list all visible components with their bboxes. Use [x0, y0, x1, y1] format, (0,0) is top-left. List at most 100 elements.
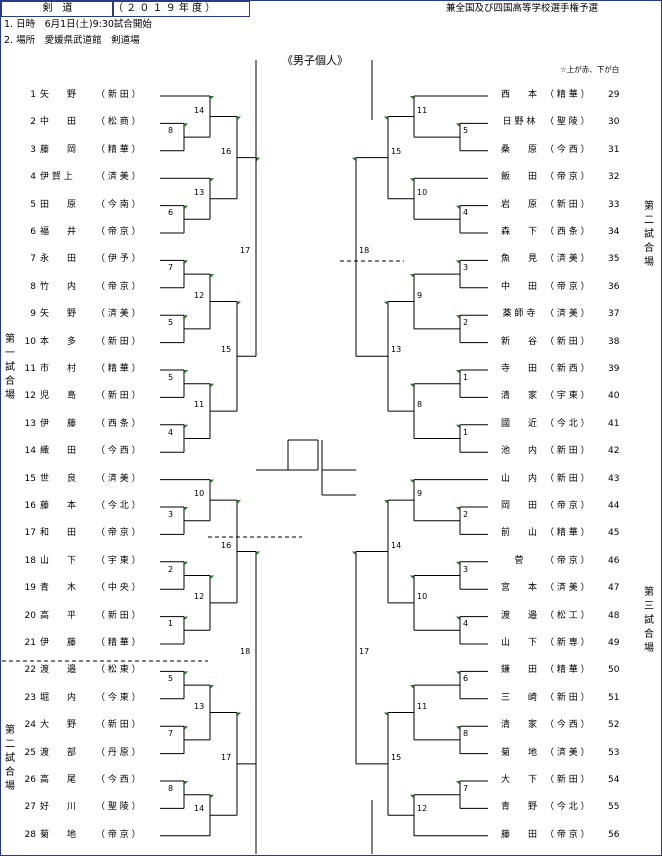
player-school: （ 新 西 ）	[545, 364, 590, 374]
fiscal-year: （ ２ ０ １ ９ 年 度 ）	[113, 3, 216, 14]
bout-number: 16	[221, 146, 232, 156]
event-place: 2. 場所 愛媛県武道館 剣道場	[4, 35, 140, 46]
player-school: （ 新 田 ）	[96, 720, 141, 731]
winner-flag	[456, 561, 460, 566]
player-school: （ 済 美 ）	[545, 254, 590, 265]
player-number: 26	[24, 775, 36, 785]
player-name: 池 内	[500, 446, 537, 457]
player-name: 山 下	[500, 638, 537, 648]
winner-flag	[256, 157, 260, 162]
player-number: 43	[608, 473, 620, 484]
player-number: 14	[24, 446, 36, 457]
bout-number: 16	[221, 540, 232, 550]
winner-flag	[184, 616, 188, 621]
winner-flag	[256, 551, 260, 556]
player-school: （ 松 工 ）	[545, 610, 590, 621]
bout-number: 17	[221, 752, 232, 762]
player-number: 52	[608, 720, 620, 731]
player-number: 9	[30, 309, 36, 320]
player-school: （ 新 専 ）	[545, 638, 590, 648]
player-number: 1	[30, 90, 36, 100]
player-name: 清 家	[500, 720, 537, 731]
player-school: （ 新 田 ）	[545, 199, 590, 210]
winner-flag	[456, 781, 460, 785]
winner-flag	[410, 383, 414, 388]
player-number: 53	[608, 747, 620, 758]
winner-flag	[184, 561, 188, 566]
player-school: （ 宇 東 ）	[96, 555, 141, 566]
player-number: 7	[30, 254, 36, 265]
player-school: （ 新 田 ）	[96, 336, 141, 347]
player-number: 48	[608, 610, 620, 621]
bout-number: 10	[417, 187, 428, 197]
player-number: 42	[608, 446, 620, 457]
player-school: （ 今 東 ）	[96, 692, 141, 703]
player-name: 世 良	[40, 473, 77, 484]
player-school: （ 今 北 ）	[545, 418, 590, 429]
player-school: （ 済 美 ）	[96, 473, 141, 484]
bout-number: 1	[168, 619, 174, 629]
winner-flag	[384, 500, 388, 505]
player-number: 45	[608, 528, 620, 539]
bout-number: 7	[168, 263, 174, 273]
winner-flag	[456, 260, 460, 265]
bout-number: 2	[463, 509, 469, 519]
bout-number: 13	[391, 345, 402, 355]
bout-number: 4	[463, 619, 469, 629]
player-number: 10	[24, 336, 36, 347]
bout-number: 15	[391, 752, 402, 762]
player-name: 堀 内	[40, 692, 77, 703]
player-name: 永 田	[40, 254, 77, 265]
player-school: （ 帝 京 ）	[96, 829, 141, 840]
player-school: （ 丹 原 ）	[96, 747, 141, 758]
player-school: （ 帝 京 ）	[545, 829, 590, 840]
player-name: 児 島	[40, 391, 77, 402]
bout-number: 6	[168, 208, 174, 218]
player-name: 渡 邉	[40, 665, 77, 676]
bout-number: 12	[417, 804, 428, 814]
player-number: 25	[24, 747, 36, 758]
player-name: 菅	[514, 555, 524, 566]
winner-flag	[210, 479, 214, 484]
bout-number: 9	[417, 489, 423, 499]
winner-flag	[210, 274, 214, 279]
player-number: 15	[24, 473, 36, 484]
winner-flag	[410, 274, 414, 279]
player-name: 中 田	[500, 281, 537, 292]
bout-number: 4	[168, 427, 174, 437]
player-school: （ 西 条 ）	[545, 227, 590, 237]
player-school: （ 精 華 ）	[96, 364, 141, 374]
bout-number: 7	[168, 728, 174, 738]
player-number: 3	[30, 144, 36, 155]
player-number: 56	[608, 829, 620, 840]
bout-number: 6	[463, 674, 469, 684]
player-number: 38	[608, 336, 620, 347]
player-name: 藤 岡	[40, 144, 77, 155]
player-school: （ 帝 京 ）	[96, 281, 141, 292]
bout-number: 9	[417, 290, 423, 300]
bout-number: 14	[391, 540, 402, 550]
player-school: （ 精 華 ）	[545, 528, 590, 539]
player-name: 矢 野	[40, 309, 77, 320]
player-number: 51	[608, 692, 620, 703]
bout-number: 2	[463, 317, 469, 327]
bout-number: 5	[168, 372, 174, 382]
player-name: 青 野	[500, 802, 537, 813]
bout-number: 3	[463, 263, 469, 273]
player-school: （ 伊 予 ）	[96, 254, 141, 265]
bout-number: 13	[194, 187, 205, 197]
player-name: 中 田	[40, 117, 77, 128]
player-number: 18	[24, 555, 36, 566]
player-name: 市 村	[40, 364, 77, 374]
bout-number: 1	[463, 372, 469, 382]
player-school: （ 新 田 ）	[545, 692, 590, 703]
player-number: 17	[24, 528, 36, 539]
bout-number: 12	[194, 591, 205, 601]
player-number: 32	[608, 172, 620, 183]
player-number: 40	[608, 391, 620, 402]
player-number: 33	[608, 199, 620, 210]
player-name: 飯 田	[500, 172, 537, 183]
player-school: （ 済 美 ）	[545, 747, 590, 758]
player-name: 岩 原	[500, 199, 537, 210]
player-school: （ 新 田 ）	[545, 473, 590, 484]
